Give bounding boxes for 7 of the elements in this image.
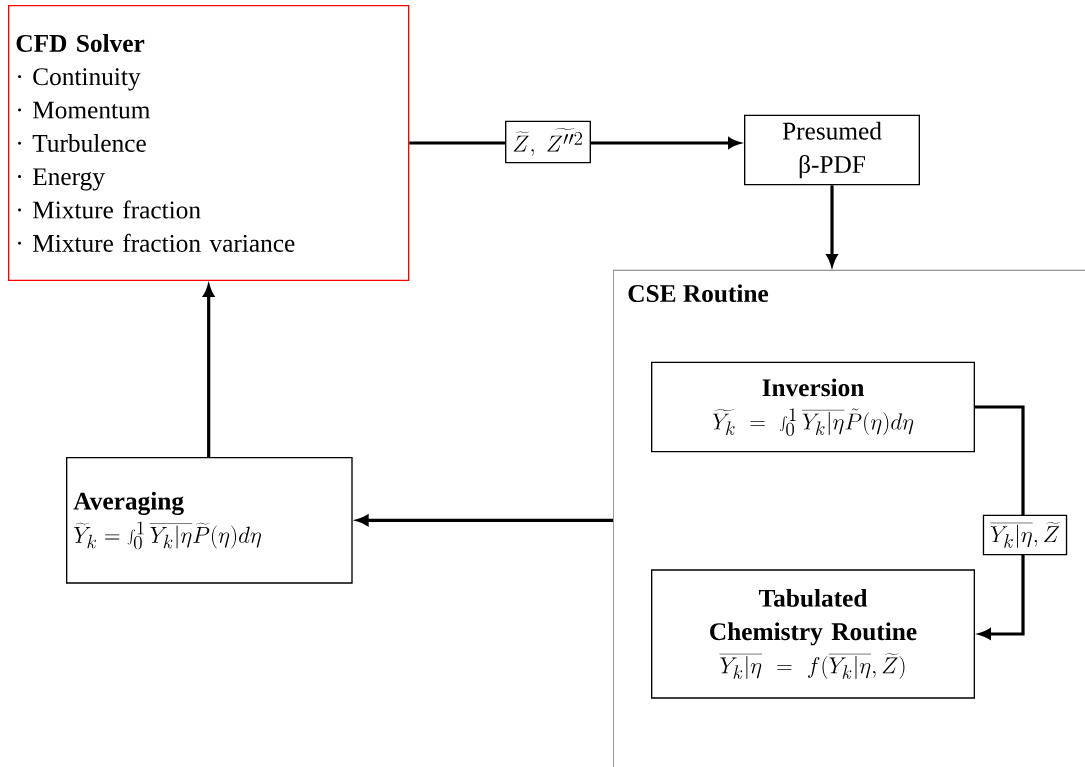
edge-label: $\widetilde{Z},\ \widetilde{Z''^2}$ <box>505 120 591 164</box>
solver-box: CFD Solver · Continuity · Momentum · Turbulence · Energy · Mixture fraction · Mixture fraction variance <box>8 5 410 281</box>
process-box: Tabulated Chemistry Routine $\overline{Y_k|\eta} = f(\overline{Y_k|\eta},\widetilde{Z})$ <box>651 569 975 699</box>
process-box: Presumed β-PDF <box>744 114 920 186</box>
edge-label: $\overline{Y_k|\eta},\widetilde{Z}$ <box>982 514 1068 556</box>
process-box: Inversion $\widetilde{Y_k} = \int_0^1 \overline{Y_k|\eta}\tilde{P}(\eta)d\eta$ <box>651 361 975 453</box>
process-box: Averaging $\widetilde{Y}_k = \int_0^1 \overline{Y_k|\eta}\widetilde{P}(\eta)d\eta$ <box>66 457 353 584</box>
